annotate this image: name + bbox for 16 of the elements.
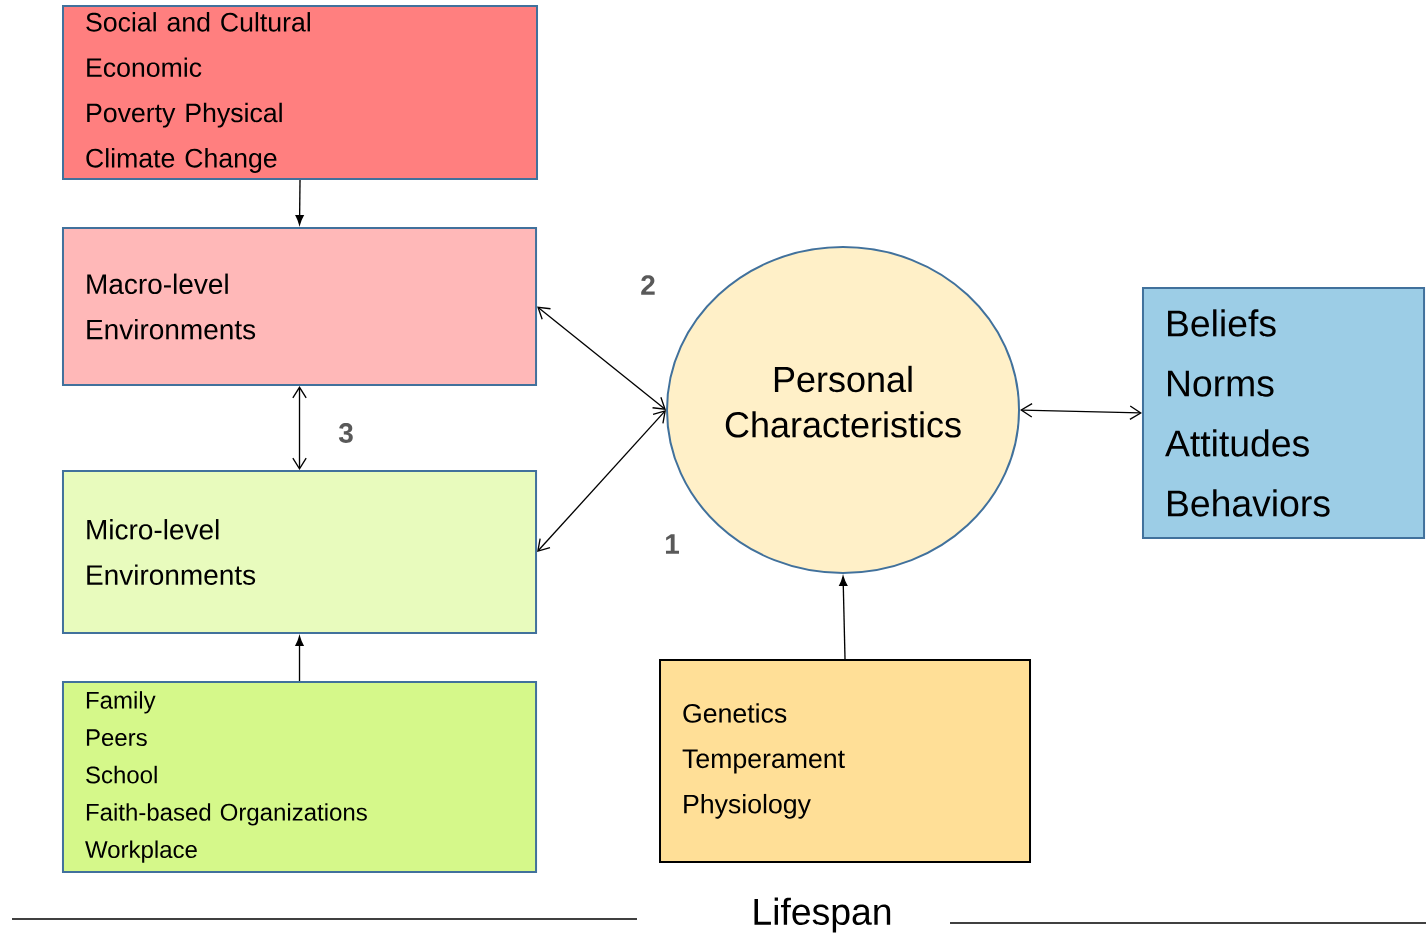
process-box: Micro-level Environments [62,470,538,634]
callout-number: 3 [338,423,353,443]
process-box: Social and Cultural Economic Poverty Physical Climate Change [62,4,538,181]
callout-number: 1 [666,534,679,554]
arrow [839,576,848,660]
process-box: Beliefs Norms Attitudes Behaviors [1142,287,1426,539]
arrow [537,306,666,410]
process-box: Genetics Temperament Physiology [659,659,1031,863]
process-box: Family Peers School Faith-based Organizations Workplace [62,681,538,873]
arrow [292,386,307,470]
arrow [537,410,666,552]
process-box: Macro-level Environments [62,226,538,387]
arrow [295,636,304,682]
arrow [295,179,304,225]
timeline-label: Lifespan [754,897,891,933]
arrow [1020,402,1142,421]
